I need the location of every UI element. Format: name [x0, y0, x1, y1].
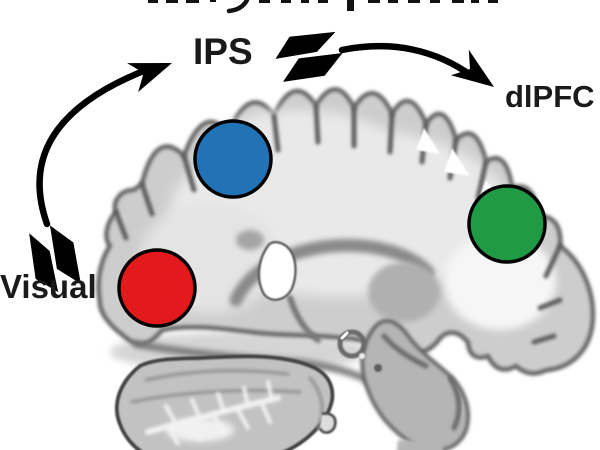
cerebellum: [114, 354, 337, 450]
arrow-fletching-icon: [29, 225, 81, 293]
pathway-arrows: [29, 31, 494, 293]
colliculus-ring: [337, 329, 367, 359]
label-dlpfc: dlPFC: [505, 79, 595, 114]
cerebellum-foliage-lines: [130, 369, 324, 430]
corpus-callosum: [229, 238, 435, 307]
flocculus-curl: [318, 412, 337, 434]
arrowhead-icon: [127, 63, 172, 93]
arbor-vitae: [145, 380, 281, 446]
arrow-visual-to-ips: [29, 63, 172, 293]
label-ips: IPS: [193, 31, 253, 72]
arrow-shaft: [338, 42, 476, 80]
brainstem: [337, 319, 470, 450]
cropped-title-fragments: [148, 0, 498, 14]
visual-cortex-marker: [117, 248, 197, 328]
arrow-ips-to-dlpfc: [275, 31, 494, 87]
ventricle: [257, 241, 297, 301]
arrowhead-icon: [450, 49, 494, 87]
ips-marker: [193, 119, 273, 199]
arrow-shaft: [36, 66, 150, 228]
label-visual: Visual: [0, 268, 97, 305]
sulcus-spot: [236, 230, 264, 250]
dlpfc-marker: [467, 184, 547, 264]
fornix: [287, 295, 321, 343]
thalamus: [368, 262, 440, 322]
region-markers: [117, 119, 547, 328]
arrow-fletching-icon: [275, 31, 343, 82]
